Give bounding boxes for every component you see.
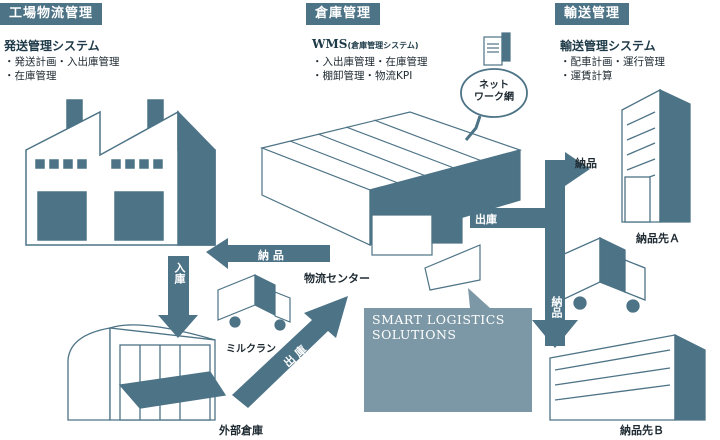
- transport-bullets: ・配車計画・運行管理 ・運賃計算: [560, 55, 665, 83]
- delivery-a-label: 納品先Ａ: [636, 232, 680, 245]
- server-icon: [483, 32, 511, 66]
- smart-callout: [468, 288, 490, 308]
- transport-bullet: ・運賃計算: [560, 70, 613, 82]
- milkrun-truck: [217, 274, 291, 331]
- arrow-inbound-down: [158, 256, 198, 338]
- warehouse-header: 倉庫管理: [306, 3, 381, 25]
- factory-bullets: ・発送計画・入出庫管理 ・在庫管理: [4, 55, 120, 83]
- factory-building: [25, 99, 216, 246]
- arrow-deliver-left-label: 納 品: [258, 249, 284, 262]
- arrow-shipment-right-label: 出庫: [475, 213, 497, 226]
- delivery-a-building: [621, 88, 691, 223]
- arrow-deliver-a-label: 納品: [575, 157, 597, 170]
- smart-title-line1: SMART LOGISTICS: [372, 312, 505, 327]
- delivery-b-label: 納品先Ｂ: [620, 424, 664, 437]
- factory-system-title: 発送管理システム: [4, 39, 100, 53]
- factory-header: 工場物流管理: [0, 3, 103, 25]
- network-label-line2: ワーク網: [474, 92, 514, 103]
- transport-bullet: ・配車計画・運行管理: [560, 56, 665, 68]
- network-label: ネット ワーク網: [464, 80, 524, 104]
- factory-bullet: ・在庫管理: [4, 70, 57, 82]
- network-bubble: [460, 68, 528, 141]
- smart-title-line2: SOLUTIONS: [372, 327, 457, 342]
- arrow-deliver-b-label: 納品: [550, 296, 563, 318]
- external-warehouse-label: 外部倉庫: [219, 424, 263, 437]
- center-label: 物流センター: [304, 272, 370, 285]
- wms-label: WMS: [312, 37, 348, 51]
- delivery-truck: [561, 236, 646, 313]
- warehouse-bullet: ・入出庫管理・在庫管理: [312, 56, 428, 68]
- milkrun-label: ミルクラン: [226, 344, 276, 355]
- smart-logistics-title: SMART LOGISTICS SOLUTIONS: [372, 312, 505, 342]
- arrow-shipment-diag: [232, 296, 348, 408]
- transport-header: 輸送管理: [555, 3, 630, 25]
- warehouse-system-title: WMS(倉庫管理システム): [312, 37, 419, 51]
- delivery-b-building: [549, 333, 706, 421]
- factory-bullet: ・発送計画・入出庫管理: [4, 56, 120, 68]
- transport-system-title: 輸送管理システム: [560, 39, 656, 53]
- warehouse-bullet: ・棚卸管理・物流KPI: [312, 70, 413, 82]
- smart-logistics-panel: SMART LOGISTICS SOLUTIONS: [364, 308, 532, 412]
- wms-sub-label: (倉庫管理システム): [347, 41, 419, 50]
- logistics-center-building: [260, 111, 523, 291]
- warehouse-bullets: ・入出庫管理・在庫管理 ・棚卸管理・物流KPI: [312, 55, 428, 83]
- arrow-shipment-right: [470, 152, 590, 348]
- external-warehouse-building: [67, 324, 227, 421]
- network-label-line1: ネット: [479, 80, 509, 91]
- arrow-inbound-label: 入庫: [173, 262, 186, 284]
- arrow-deliver-left: [206, 238, 330, 269]
